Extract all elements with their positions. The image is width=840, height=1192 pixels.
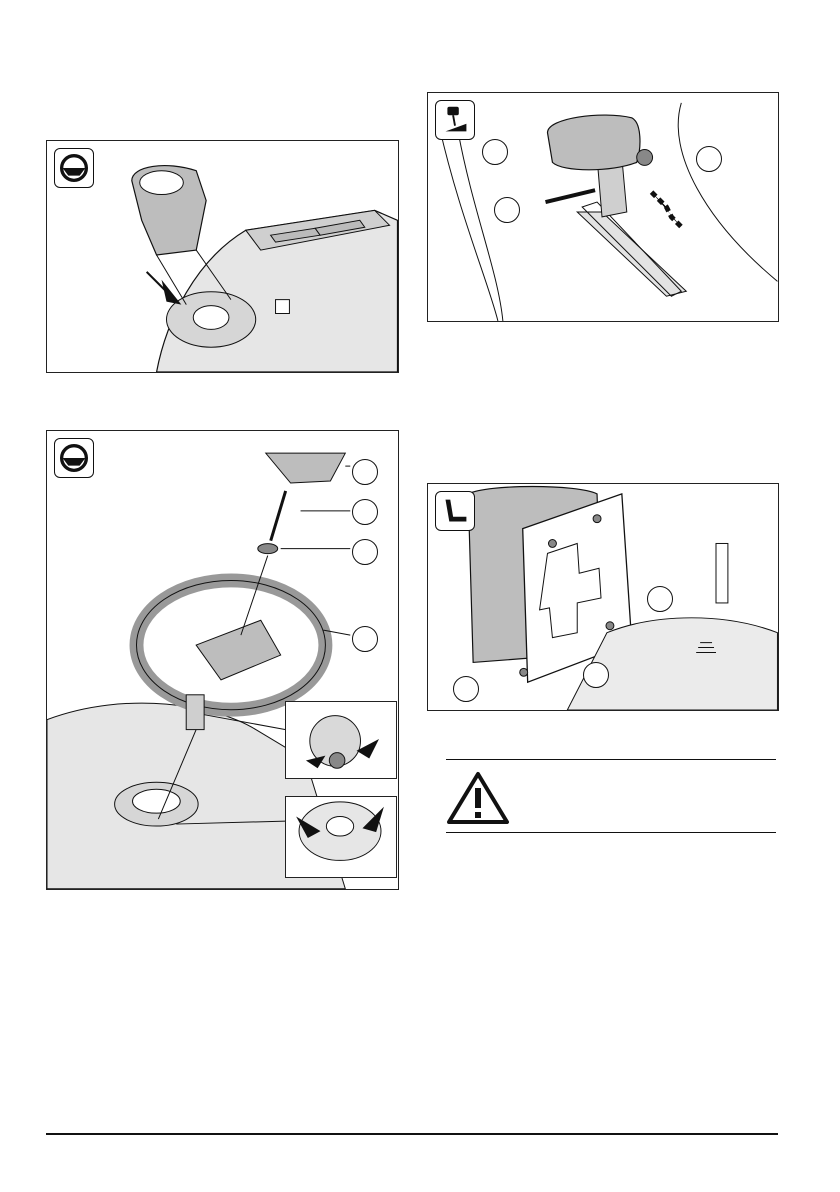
callout-1 [482,139,508,165]
steering-wheel-icon [54,438,94,478]
seat-figure [427,483,779,711]
callout-2 [352,499,378,525]
footer-rule [46,1133,778,1135]
callout-2 [453,676,479,702]
steering-wheel-icon [54,148,94,188]
callout-4 [352,626,378,652]
callout-3 [583,662,609,688]
lever-knob-figure [427,92,779,322]
callout-1 [647,586,673,612]
seat-icon [435,491,475,531]
steering-wheel-figure [46,430,399,890]
callout-3 [696,146,722,172]
callout-2 [494,197,520,223]
detail-inset-upper [285,701,397,779]
steering-cover-illustration [47,141,398,372]
lever-icon [435,100,475,140]
callout-1 [352,459,378,485]
lever-knob-illustration [428,93,778,321]
steering-cover-figure [46,140,399,373]
warning-triangle-icon [446,770,510,826]
warning-block [446,759,776,833]
callout-3 [352,539,378,565]
detail-inset-lower [285,796,397,878]
